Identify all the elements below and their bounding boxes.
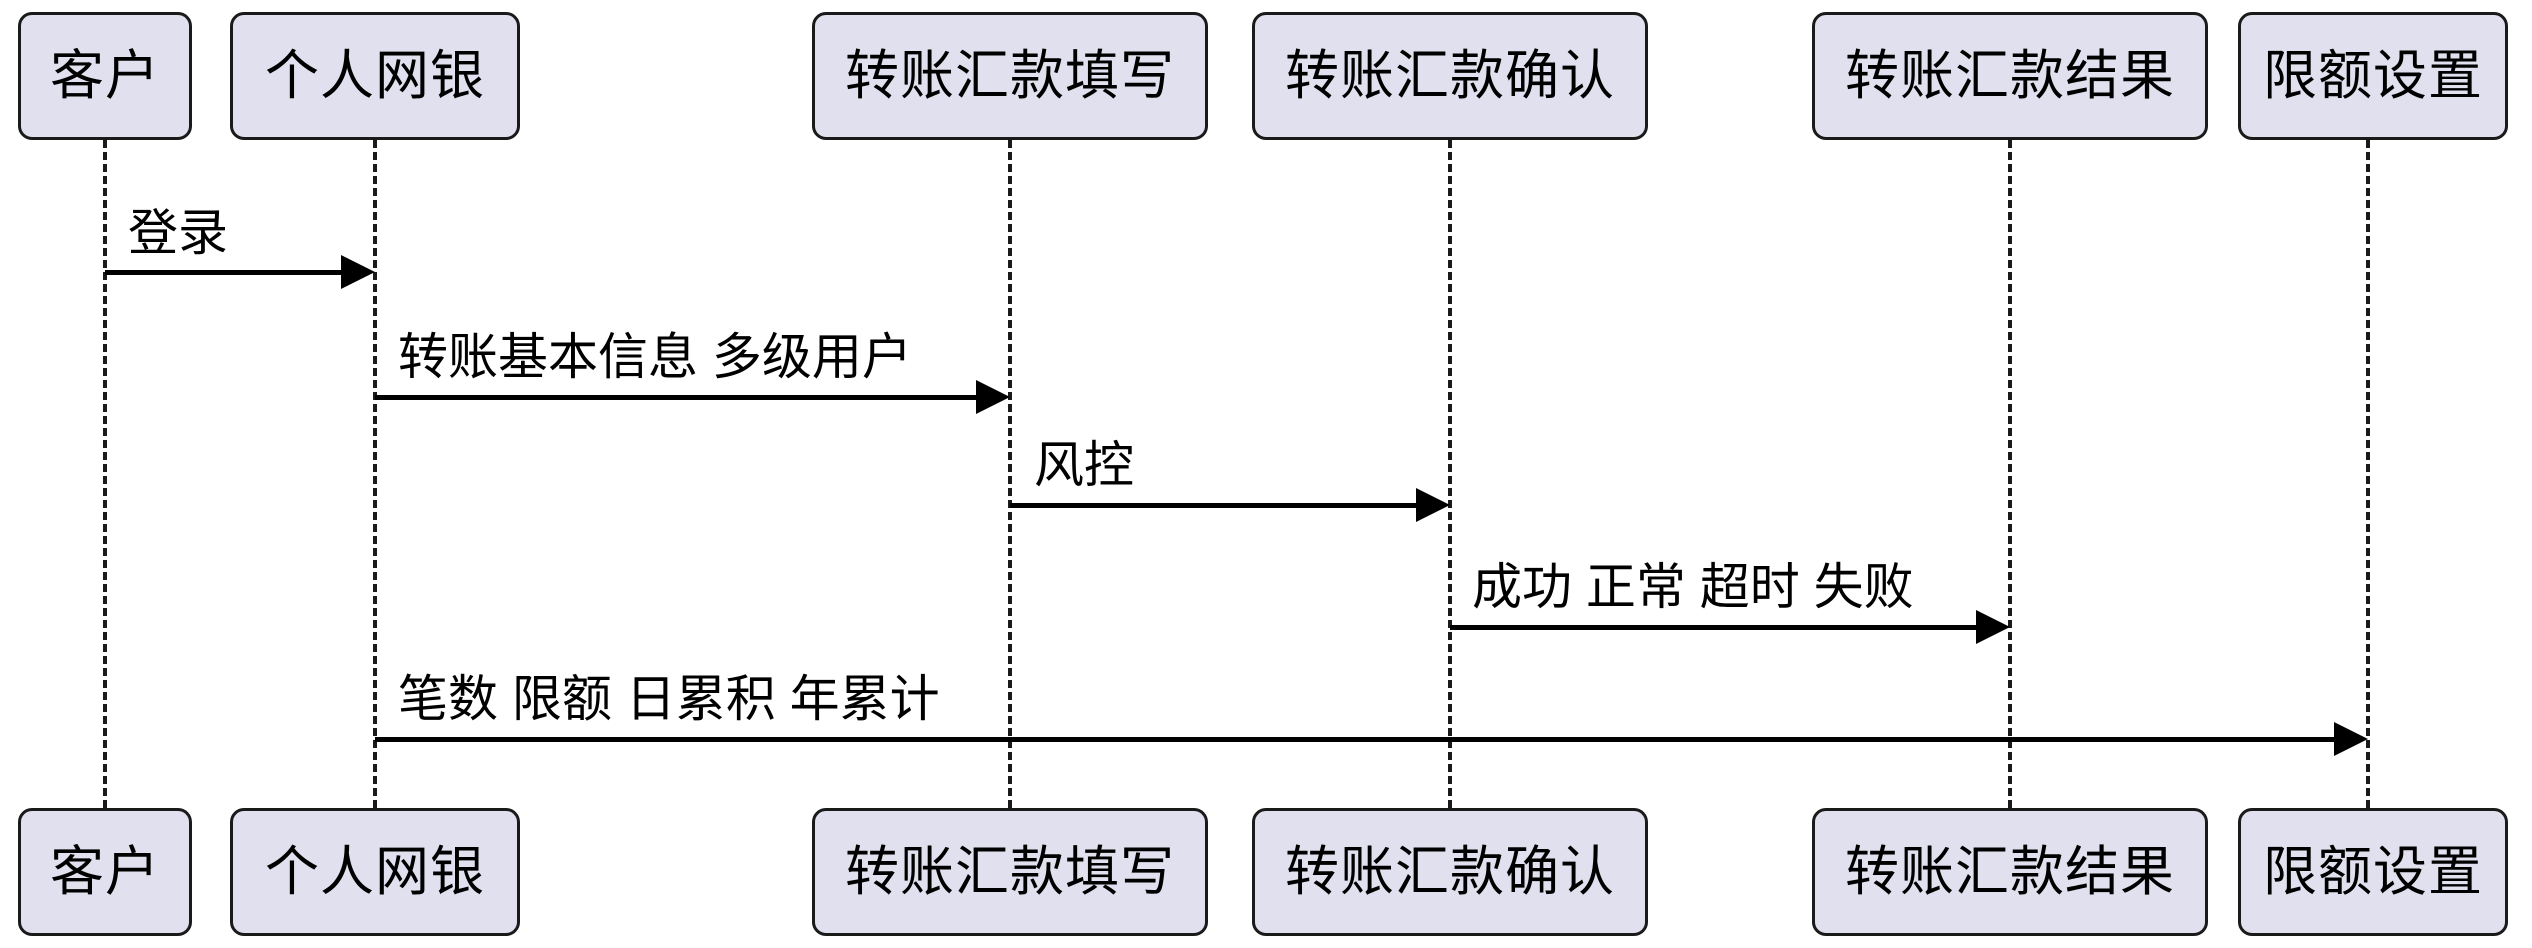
lifeline-limit-setting [2366,140,2370,808]
message-line-transfer-basic-info [375,395,982,400]
message-label-risk-control: 风控 [1034,437,1134,493]
message-arrowhead-login [341,255,375,289]
lifeline-transfer-fill [1008,140,1012,808]
participant-header-transfer-result[interactable]: 转账汇款结果 [1812,12,2208,140]
participant-label: 客户 [50,842,160,902]
participant-header-personal-ebank[interactable]: 个人网银 [230,12,520,140]
participant-header-transfer-fill[interactable]: 转账汇款填写 [812,12,1208,140]
lifeline-customer [103,140,107,808]
participant-label: 限额设置 [2263,46,2483,106]
message-label-result-status: 成功 正常 超时 失败 [1472,559,1914,615]
lifeline-personal-ebank [373,140,377,808]
message-line-login [105,270,347,275]
message-line-risk-control [1010,503,1422,508]
message-line-result-status [1450,625,1982,630]
participant-footer-limit-setting[interactable]: 限额设置 [2238,808,2508,936]
participant-footer-personal-ebank[interactable]: 个人网银 [230,808,520,936]
participant-header-customer[interactable]: 客户 [18,12,192,140]
participant-footer-transfer-confirm[interactable]: 转账汇款确认 [1252,808,1648,936]
message-label-limit-quota: 笔数 限额 日累积 年累计 [398,671,940,727]
message-arrowhead-transfer-basic-info [976,380,1010,414]
message-arrowhead-result-status [1976,610,2010,644]
participant-label: 客户 [50,46,160,106]
participant-label: 转账汇款确认 [1285,46,1615,106]
participant-footer-transfer-result[interactable]: 转账汇款结果 [1812,808,2208,936]
participant-label: 限额设置 [2263,842,2483,902]
message-label-login: 登录 [128,205,228,261]
message-line-limit-quota [375,737,2340,742]
message-arrowhead-limit-quota [2334,722,2368,756]
participant-footer-customer[interactable]: 客户 [18,808,192,936]
participant-label: 转账汇款结果 [1845,842,2175,902]
participant-footer-transfer-fill[interactable]: 转账汇款填写 [812,808,1208,936]
participant-label: 转账汇款填写 [845,46,1175,106]
participant-label: 个人网银 [265,46,485,106]
participant-header-limit-setting[interactable]: 限额设置 [2238,12,2508,140]
participant-label: 转账汇款结果 [1845,46,2175,106]
participant-header-transfer-confirm[interactable]: 转账汇款确认 [1252,12,1648,140]
participant-label: 个人网银 [265,842,485,902]
lifeline-transfer-result [2008,140,2012,808]
message-label-transfer-basic-info: 转账基本信息 多级用户 [398,329,912,385]
participant-label: 转账汇款填写 [845,842,1175,902]
lifeline-transfer-confirm [1448,140,1452,808]
message-arrowhead-risk-control [1416,488,1450,522]
participant-label: 转账汇款确认 [1285,842,1615,902]
